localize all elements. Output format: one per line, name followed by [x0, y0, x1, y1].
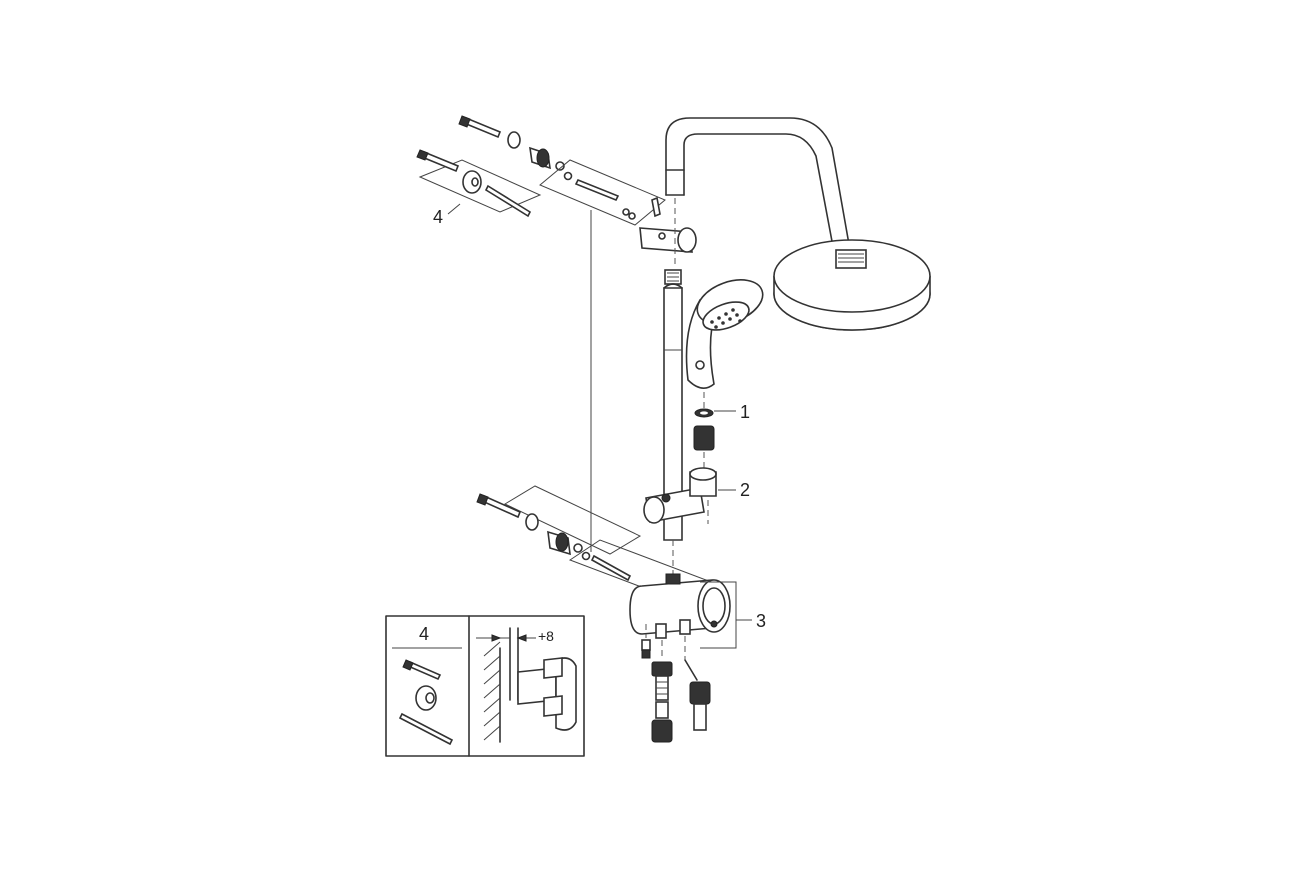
inset-bracket-detail: [517, 657, 577, 731]
thermostat-screw: [641, 624, 651, 659]
nut-top-2: [563, 171, 573, 181]
inset-dimension: +8: [538, 628, 554, 644]
shower-rail: [663, 269, 683, 578]
thermostat-mixer: [629, 573, 752, 649]
callout-1: 1: [740, 402, 750, 422]
inset-box: [385, 615, 585, 757]
hose-nut-top: [693, 425, 715, 470]
wall-anchor-top: [529, 146, 551, 170]
hand-shower: [685, 279, 764, 408]
optional-wall-set-4: [416, 149, 542, 218]
inset-wall-set: [398, 659, 454, 746]
nut-top: [555, 161, 565, 171]
long-screw-top: [574, 178, 620, 202]
callout-4: 4: [433, 207, 443, 227]
inset-label-4: 4: [419, 624, 429, 644]
shower-slider: [643, 467, 736, 524]
bottom-wall-bracket-assembly: [476, 485, 708, 601]
callout-3: 3: [756, 611, 766, 631]
mounting-plane-top: [539, 159, 666, 226]
top-wall-bracket-assembly: [458, 115, 697, 253]
connection-hose-left: [651, 640, 673, 743]
seal-ring: [694, 408, 736, 418]
connection-hose-right: [684, 636, 711, 731]
rail-bracket-top: [622, 196, 697, 253]
washer-top: [507, 131, 521, 149]
wall-screw-top: [458, 115, 502, 139]
head-shower: [773, 239, 931, 331]
callout-2: 2: [740, 480, 750, 500]
shower-arm: [665, 117, 851, 265]
